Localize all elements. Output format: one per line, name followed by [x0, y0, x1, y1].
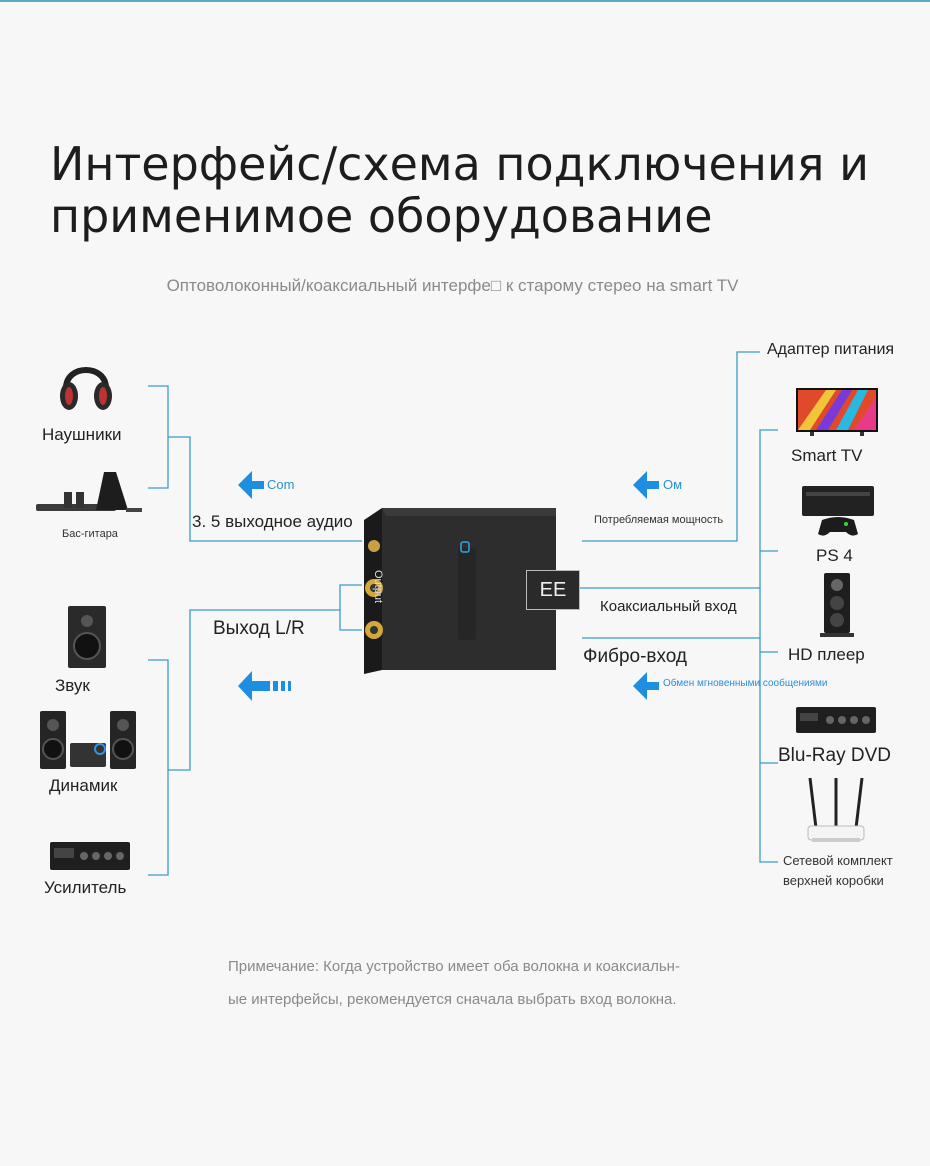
- title-line-1: Интерфейс/схема подключения и: [50, 137, 869, 191]
- soundbar-icon: [36, 472, 142, 512]
- bass-label: Бас-гитара: [62, 528, 118, 540]
- output-lr-label: Выход L/R: [213, 618, 305, 639]
- note-line-2: ые интерфейсы, рекомендуется сначала выб…: [228, 991, 677, 1008]
- bluray-label: Blu-Ray DVD: [778, 745, 891, 766]
- speaker-system-icon: [40, 711, 136, 769]
- arrow-im-label: Обмен мгновенными сообщениями: [663, 678, 828, 689]
- headphones-icon: [60, 367, 112, 410]
- arrow-left-dashed-icon: [238, 671, 291, 701]
- speaker-box-icon: [68, 606, 106, 668]
- hd-player-label: HD плеер: [788, 645, 865, 664]
- arrow-left-icon-fiber: [633, 672, 659, 700]
- arrow-om-label: Ом: [663, 477, 683, 492]
- output-35-label: 3. 5 выходное аудио: [192, 512, 353, 531]
- note-text: Примечание: Когда устройство имеет оба в…: [228, 950, 728, 1016]
- power-adapter-label: Адаптер питания: [767, 341, 895, 358]
- router-label-1: Сетевой комплект: [783, 853, 893, 868]
- device-output-label: Output: [372, 570, 384, 604]
- arrow-left-icon-right: [633, 471, 659, 499]
- sound-label: Звук: [55, 676, 90, 695]
- fiber-in-label: Фибро-вход: [583, 646, 688, 667]
- amplifier-icon: [50, 842, 130, 870]
- bluray-player-icon: [796, 707, 876, 733]
- speaker-label: Динамик: [49, 776, 118, 795]
- router-label-2: верхней коробки: [783, 873, 884, 888]
- arrow-left-icon: [238, 471, 264, 499]
- headphones-label: Наушники: [42, 425, 122, 444]
- page-title: Интерфейс/схема подключения и применимое…: [50, 138, 890, 242]
- amplifier-label: Усилитель: [44, 878, 127, 897]
- smart-tv-label: Smart TV: [791, 446, 863, 465]
- page-subtitle: Оптоволоконный/коаксиальный интерфе□ к с…: [166, 276, 739, 295]
- converter-device: [364, 508, 556, 674]
- router-icon: [807, 777, 865, 842]
- device-badge: EE: [526, 570, 580, 610]
- ps4-label: PS 4: [816, 546, 853, 565]
- coax-in-label: Коаксиальный вход: [600, 598, 737, 615]
- top-border-line: [0, 0, 930, 2]
- note-line-1: Примечание: Когда устройство имеет оба в…: [228, 958, 680, 975]
- title-line-2: применимое оборудование: [50, 189, 713, 243]
- hd-player-tower-icon: [820, 573, 854, 637]
- game-console-icon: [802, 486, 874, 536]
- arrow-com-label: Com: [267, 477, 295, 492]
- power-consumption-label: Потребляемая мощность: [594, 514, 724, 526]
- smart-tv-icon: [796, 388, 878, 436]
